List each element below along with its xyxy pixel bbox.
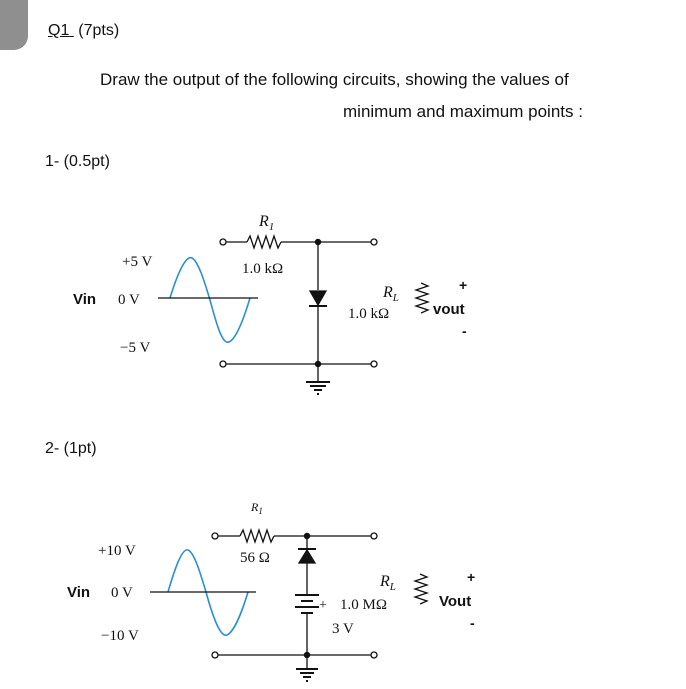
r1-name-2: R1	[250, 500, 263, 516]
question-number: Q1 (7pts)	[48, 22, 119, 40]
vout-label-2: Vout	[439, 593, 471, 610]
v-max-label-1: +5 V	[122, 254, 152, 270]
rl-value-1: 1.0 kΩ	[348, 306, 389, 322]
input-terminal-top-1	[219, 238, 227, 246]
r1-value-1: 1.0 kΩ	[242, 261, 283, 277]
vin-label-2: Vin	[67, 584, 90, 601]
rl-value-2: 1.0 MΩ	[340, 597, 387, 613]
page-corner-tab	[0, 0, 28, 50]
output-terminal-top-1	[370, 238, 378, 246]
input-terminal-top-2	[211, 532, 219, 540]
r1-value-2: 56 Ω	[240, 550, 270, 566]
input-sine-wave-1	[169, 256, 251, 343]
vout-label-1: vout	[433, 301, 465, 318]
input-terminal-bottom-2	[211, 651, 219, 659]
v-zero-label-1: 0 V	[118, 292, 140, 308]
vin-label-1: Vin	[73, 291, 96, 308]
r1-name-1: R1	[258, 213, 274, 233]
circuit-1	[158, 233, 431, 395]
vout-plus-1: +	[459, 277, 467, 293]
part2-label: 2- (1pt)	[45, 440, 97, 457]
battery-value: 3 V	[332, 621, 354, 637]
rl-name-1: RL	[382, 284, 399, 304]
r1-resistor-2	[239, 527, 275, 545]
question-number-text: Q1	[48, 22, 70, 39]
input-terminal-bottom-1	[219, 360, 227, 368]
circuit-2	[150, 527, 430, 682]
diode-2	[297, 548, 317, 564]
vout-plus-2: +	[467, 569, 475, 585]
v-min-label-2: −10 V	[101, 628, 139, 644]
v-min-label-1: −5 V	[120, 340, 150, 356]
output-terminal-top-2	[370, 532, 378, 540]
v-max-label-2: +10 V	[98, 543, 136, 559]
rl-resistor-1	[413, 282, 431, 314]
rl-name-2: RL	[379, 573, 396, 593]
output-terminal-bottom-2	[370, 651, 378, 659]
battery-plus-sign: +	[319, 598, 327, 613]
r1-resistor-1	[246, 233, 282, 251]
battery-3v	[295, 594, 319, 614]
part1-label: 1- (0.5pt)	[45, 153, 110, 170]
rl-resistor-2	[412, 573, 430, 605]
instruction-line-1: Draw the output of the following circuit…	[100, 70, 569, 89]
v-zero-label-2: 0 V	[111, 585, 133, 601]
output-terminal-bottom-1	[370, 360, 378, 368]
diode-1	[308, 290, 328, 307]
question-points: (7pts)	[78, 22, 120, 39]
instruction-line-2: minimum and maximum points :	[343, 102, 583, 121]
vout-minus-1: -	[462, 323, 467, 339]
vout-minus-2: -	[470, 615, 475, 631]
